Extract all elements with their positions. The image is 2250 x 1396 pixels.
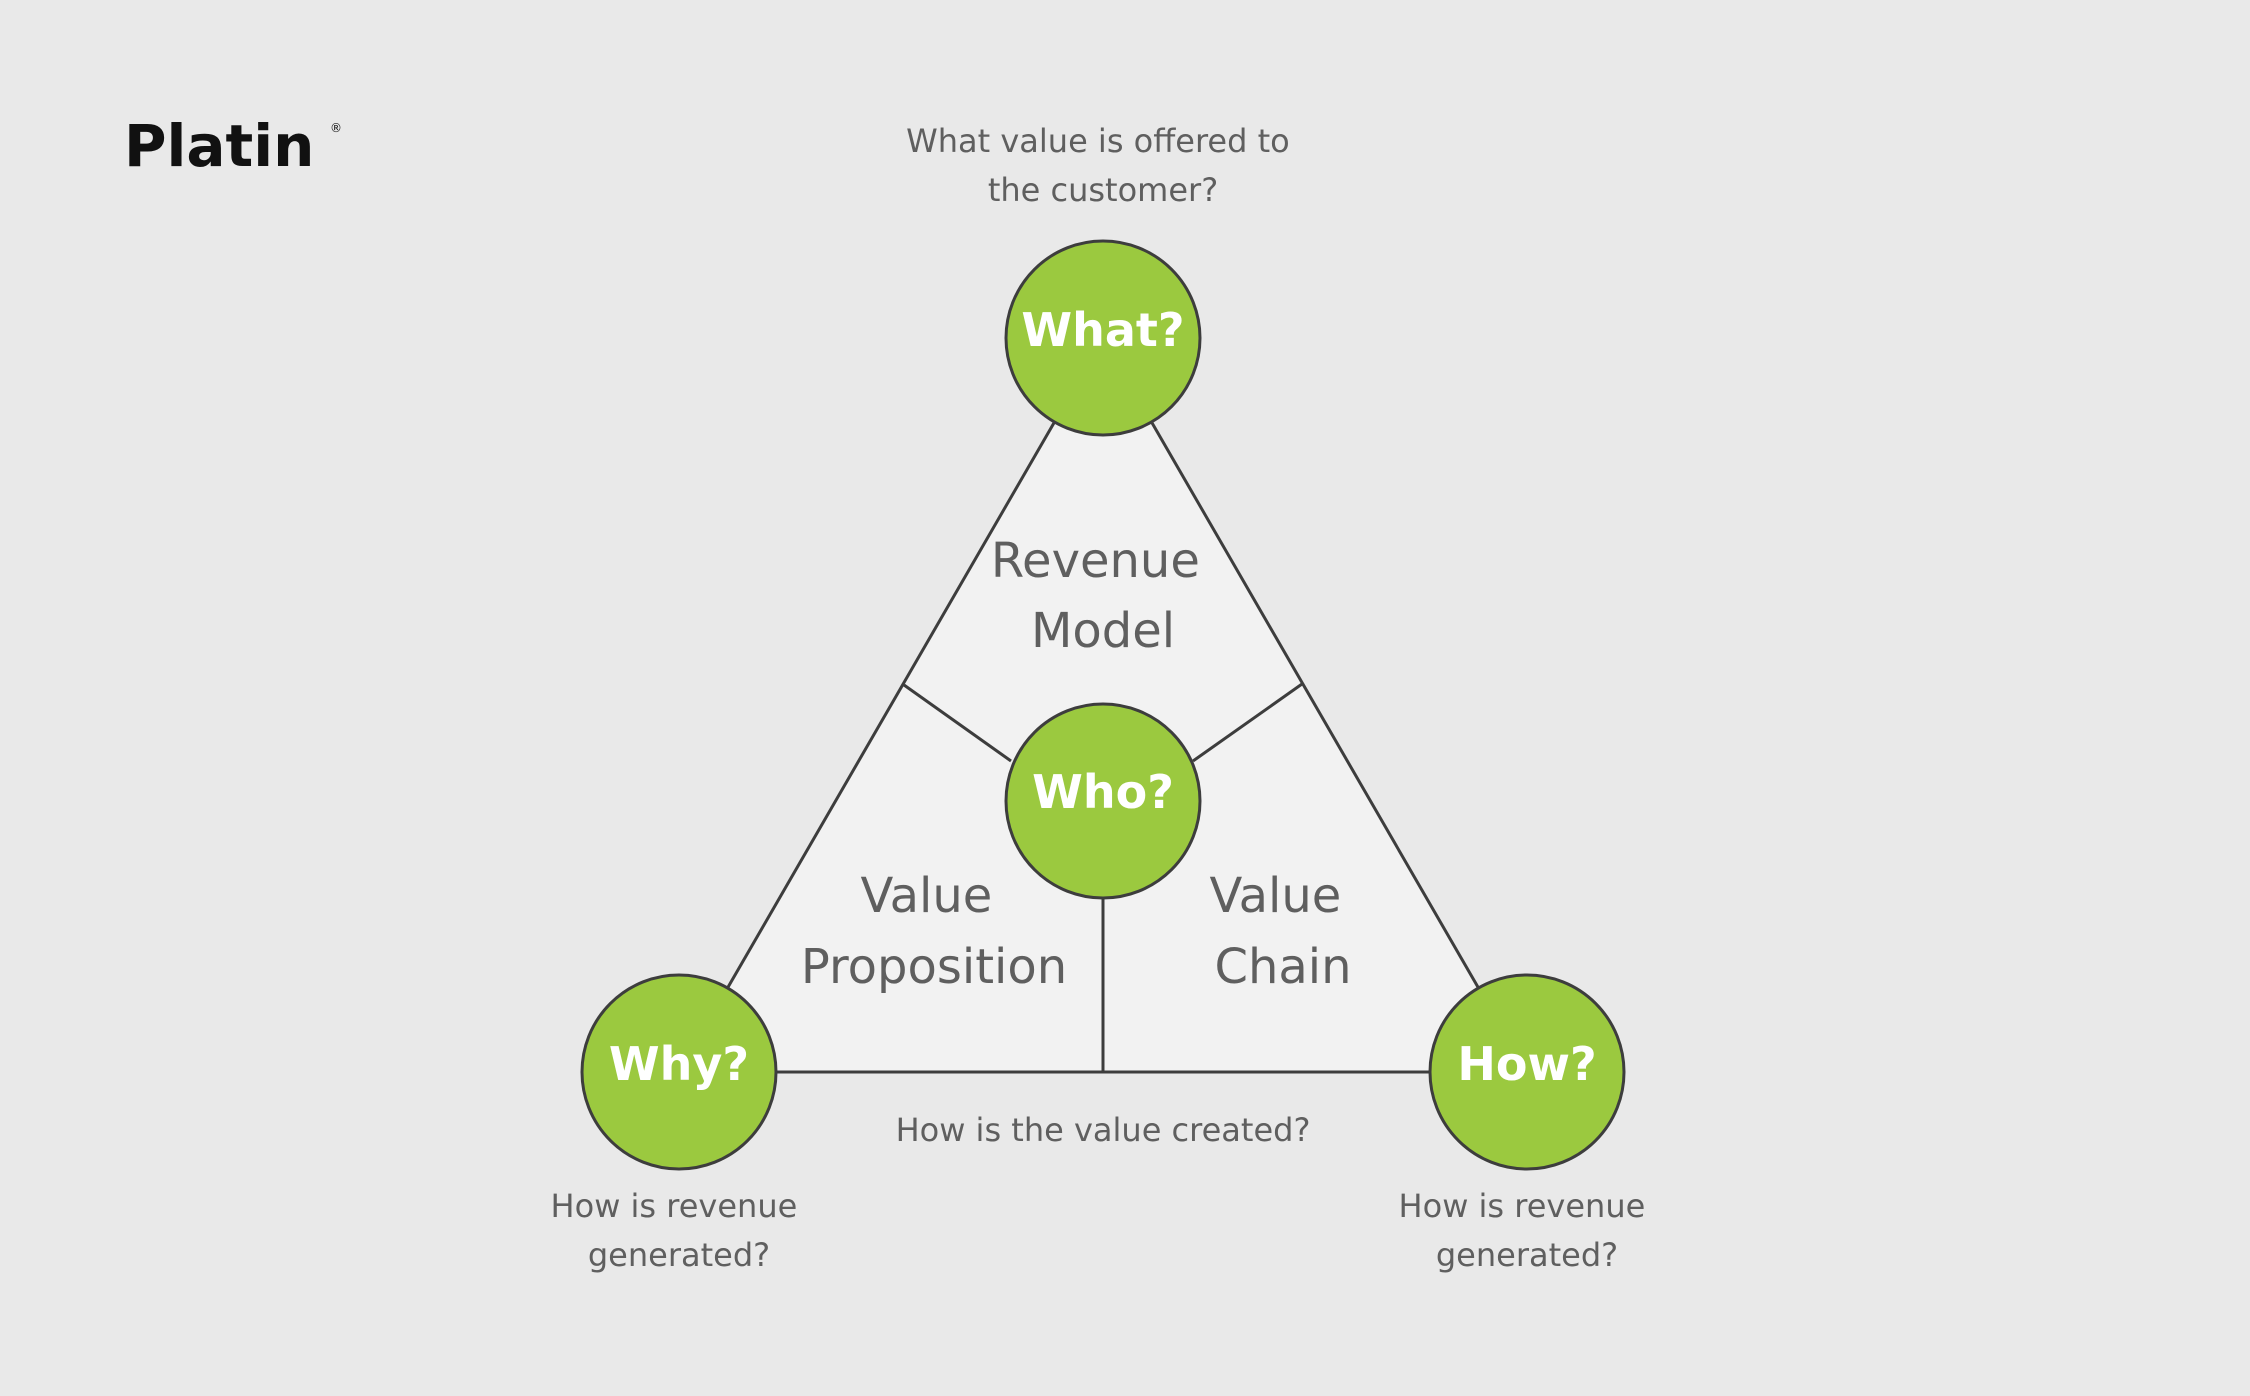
region-value-proposition-line2: Proposition	[801, 939, 1067, 995]
caption-why-line1: How is revenue	[551, 1187, 798, 1225]
edge-left	[677, 337, 1105, 1073]
region-value-chain: Value Chain	[1209, 868, 1356, 995]
node-what: What?	[1004, 239, 1202, 437]
caption-how-line2: generated?	[1436, 1236, 1618, 1274]
edge-right	[1101, 337, 1529, 1073]
node-how: How?	[1428, 973, 1626, 1171]
platin-logo: Platin ®	[124, 112, 342, 180]
caption-why: How is revenue generated?	[551, 1187, 808, 1274]
logo-registered-mark: ®	[330, 121, 342, 135]
region-revenue-model: Revenue Model	[991, 533, 1215, 659]
region-revenue-model-line2: Model	[1031, 603, 1175, 659]
caption-bottom-line1: How is the value created?	[896, 1111, 1311, 1149]
region-value-chain-line2: Chain	[1214, 939, 1351, 995]
region-value-proposition-line1: Value	[860, 868, 992, 924]
region-value-proposition: Value Proposition	[801, 868, 1067, 995]
caption-what: What value is offered to the customer?	[906, 122, 1300, 209]
caption-what-line1: What value is offered to	[906, 122, 1290, 160]
caption-why-line2: generated?	[588, 1236, 770, 1274]
node-what-label: What?	[1021, 303, 1184, 357]
divider-right	[1192, 682, 1303, 763]
caption-bottom: How is the value created?	[896, 1111, 1311, 1149]
node-why: Why?	[580, 973, 778, 1171]
caption-how-line1: How is revenue	[1399, 1187, 1646, 1225]
node-who: Who?	[1004, 702, 1202, 900]
divider-left	[903, 683, 1012, 763]
node-how-label: How?	[1457, 1037, 1596, 1091]
node-why-label: Why?	[609, 1037, 749, 1091]
node-who-label: Who?	[1032, 765, 1174, 819]
region-value-chain-line1: Value	[1209, 868, 1341, 924]
logo-text: Platin	[124, 112, 314, 180]
caption-how: How is revenue generated?	[1399, 1187, 1656, 1274]
caption-what-line2: the customer?	[988, 171, 1218, 209]
region-revenue-model-line1: Revenue	[991, 533, 1200, 589]
